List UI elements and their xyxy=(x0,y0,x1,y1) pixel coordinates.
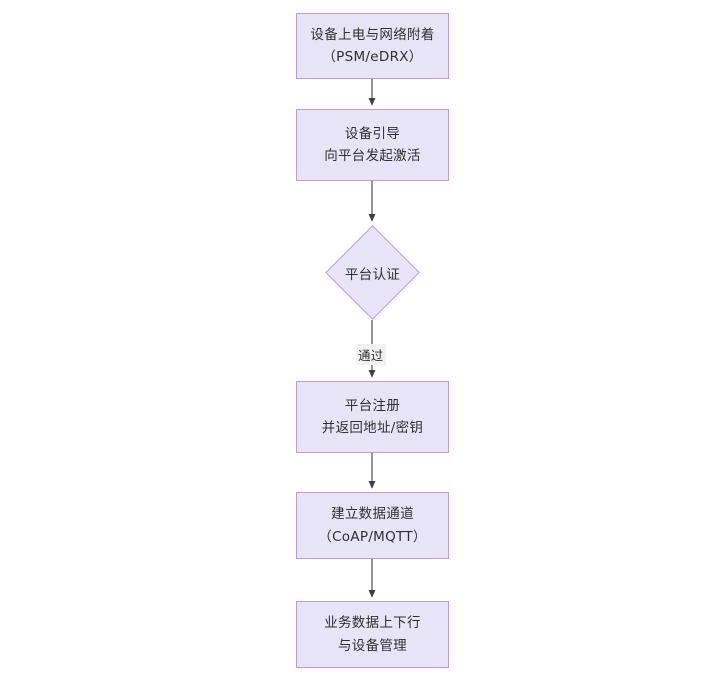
node-device-power-on[interactable]: 设备上电与网络附着 （PSM/eDRX） xyxy=(296,13,449,79)
node-establish-data-channel[interactable]: 建立数据通道 （CoAP/MQTT） xyxy=(296,492,449,559)
node-label: 业务数据上下行 与设备管理 xyxy=(324,615,421,654)
node-business-data-and-device-management[interactable]: 业务数据上下行 与设备管理 xyxy=(296,601,449,668)
node-device-bootstrap[interactable]: 设备引导 向平台发起激活 xyxy=(296,109,449,181)
node-platform-authentication[interactable]: 平台认证 xyxy=(325,225,420,320)
node-label: 建立数据通道 （CoAP/MQTT） xyxy=(318,506,427,545)
node-label: 设备引导 向平台发起激活 xyxy=(324,125,421,164)
node-platform-registration[interactable]: 平台注册 并返回地址/密钥 xyxy=(296,381,449,453)
node-label: 设备上电与网络附着 （PSM/eDRX） xyxy=(310,26,435,65)
node-label: 平台认证 xyxy=(344,266,401,283)
edge-label-pass: 通过 xyxy=(356,344,386,365)
node-label: 平台注册 并返回地址/密钥 xyxy=(321,397,424,436)
